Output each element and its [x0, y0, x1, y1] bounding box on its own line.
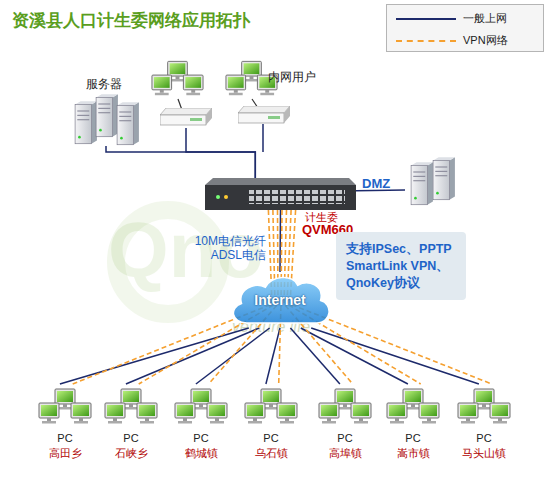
node-text: PC — [313, 432, 377, 444]
server-icon — [75, 101, 97, 144]
server-icon — [117, 102, 139, 145]
server-icon — [96, 94, 118, 137]
legend-text: 一般上网 — [463, 11, 507, 26]
pc-cluster — [458, 389, 510, 424]
connector-line — [290, 328, 340, 384]
router-ports — [249, 190, 345, 204]
node-text: PC — [99, 432, 163, 444]
pc-cluster — [319, 389, 371, 424]
branch-site: PC 马头山镇 — [452, 384, 516, 462]
pc-cluster — [152, 61, 203, 95]
branch-site: PC 乌石镇 — [239, 384, 303, 462]
connector-line — [287, 210, 421, 384]
server-icon — [433, 157, 455, 200]
internet-cloud: Internet — [228, 272, 332, 328]
edge-label: 10M电信光纤 ADSL电信 — [180, 234, 266, 262]
node-text: Internet — [254, 292, 305, 308]
switch-icon — [160, 108, 212, 125]
pc-cluster — [387, 389, 439, 424]
connector-line — [279, 210, 282, 384]
pc-cluster — [175, 389, 227, 424]
branch-site: PC 石峡乡 — [99, 384, 163, 462]
node-text: PC — [239, 432, 303, 444]
node-text: 石峡乡 — [99, 446, 163, 461]
node-text: PC — [169, 432, 233, 444]
router-led — [224, 195, 228, 199]
node-text: PC — [381, 432, 445, 444]
branch-site: PC 高田乡 — [33, 384, 97, 462]
connector-line — [311, 328, 479, 384]
connector-line — [290, 210, 492, 384]
branch-site: PC 高埠镇 — [313, 384, 377, 462]
router: 计生委QVM660 — [205, 178, 356, 210]
router-led — [216, 195, 220, 199]
server-icon — [411, 162, 433, 205]
connector-line — [73, 210, 272, 384]
connector-line — [139, 210, 275, 384]
node-text: 服务器 — [86, 76, 122, 93]
node-text: 高埠镇 — [313, 446, 377, 461]
dmz-server: DMZ — [405, 158, 460, 208]
diagram-title: 资溪县人口计生委网络应用拓扑 — [12, 9, 250, 32]
switch-icon — [238, 106, 290, 123]
node-text: 内网用户 — [268, 69, 316, 86]
pc-cluster — [245, 389, 297, 424]
router-body — [205, 178, 356, 210]
legend-text: VPN网络 — [463, 33, 508, 48]
connector-line — [186, 128, 255, 178]
server-group — [75, 94, 139, 145]
legend-swatch — [396, 40, 456, 42]
node-text: 鹤城镇 — [169, 446, 233, 461]
node-text: PC — [452, 432, 516, 444]
node-text: 高田乡 — [33, 446, 97, 461]
node-text: 支持IPSec、PPTP SmartLink VPN、QnoKey协议 — [346, 241, 460, 292]
server-group: 服务器 — [70, 94, 142, 146]
legend-box: 一般上网 VPN网络 — [386, 4, 544, 52]
branch-site: PC 鹤城镇 — [169, 384, 233, 462]
connector-line — [106, 146, 255, 178]
node-text: 马头山镇 — [452, 446, 516, 461]
pc-cluster — [39, 389, 91, 424]
legend-swatch — [396, 18, 456, 20]
node-text: DMZ — [362, 176, 390, 191]
router-top — [205, 178, 356, 185]
feature-callout: 支持IPSec、PPTP SmartLink VPN、QnoKey协议 — [336, 232, 466, 300]
branch-site: PC 嵩市镇 — [381, 384, 445, 462]
connector-line — [266, 328, 280, 384]
connector-line — [356, 189, 405, 191]
connector-line — [301, 328, 408, 384]
wire — [262, 124, 264, 152]
node-text: PC — [33, 432, 97, 444]
pc-cluster — [105, 389, 157, 424]
intranet-users: 内网用户 — [148, 56, 300, 128]
node-text: 嵩市镇 — [381, 446, 445, 461]
node-text: 乌石镇 — [239, 446, 303, 461]
